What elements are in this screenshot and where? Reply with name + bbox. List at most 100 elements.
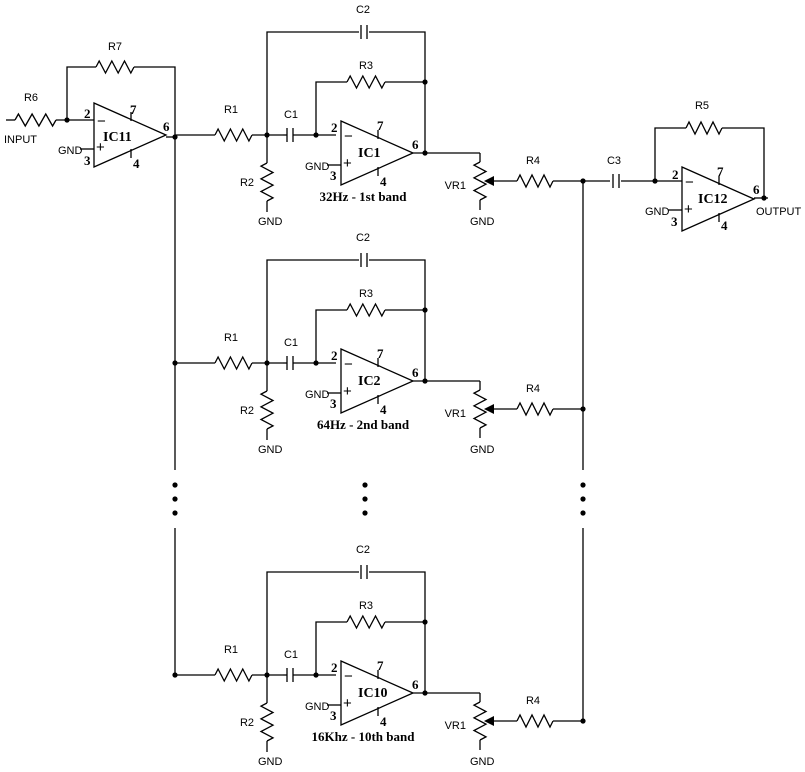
capacitor-c2 xyxy=(360,565,368,579)
junction-dot xyxy=(362,482,368,488)
label-vr1: VR1 xyxy=(445,180,466,192)
label-r6: R6 xyxy=(24,92,38,104)
potentiometer-vr1 xyxy=(472,161,488,201)
resistor-r4 xyxy=(516,713,554,729)
minus-sign: − xyxy=(344,668,353,685)
label-r1: R1 xyxy=(224,332,238,344)
op-amp-ic10 xyxy=(340,659,415,727)
pin-number: 7 xyxy=(717,164,724,179)
wire-r5-left xyxy=(654,127,686,181)
pin-number: 4 xyxy=(380,714,387,729)
label-c2: C2 xyxy=(356,232,370,244)
label-gnd: GND xyxy=(258,444,283,456)
label-r2: R2 xyxy=(240,177,254,189)
minus-sign: − xyxy=(685,174,694,191)
op-amp-ic1 xyxy=(340,119,415,187)
resistor-r3 xyxy=(346,302,386,318)
label-ic1: IC1 xyxy=(358,146,381,161)
junction-dot xyxy=(172,510,178,516)
resistor-r3 xyxy=(346,614,386,630)
resistor-r1 xyxy=(214,127,253,143)
resistor-r2 xyxy=(259,390,275,430)
junction-dot xyxy=(422,619,428,625)
label-gnd: GND xyxy=(305,161,330,173)
label-ic2: IC2 xyxy=(358,374,381,389)
pin-number: 3 xyxy=(671,214,678,229)
pin-number: 2 xyxy=(331,120,338,135)
pin-number: 3 xyxy=(84,153,91,168)
pin-number: 6 xyxy=(412,137,419,152)
label-gnd: GND xyxy=(470,756,495,768)
junction-dot xyxy=(172,360,178,366)
label-r4: R4 xyxy=(526,695,540,707)
wire-c2-left xyxy=(266,571,359,675)
potentiometer-vr1 xyxy=(472,701,488,741)
pin-number: 6 xyxy=(753,182,760,197)
wiper-arrow-icon xyxy=(484,176,494,186)
pin-number: 6 xyxy=(163,119,170,134)
junction-dot xyxy=(580,496,586,502)
wire-r3-left xyxy=(315,81,347,135)
label-gnd: GND xyxy=(645,206,670,218)
wire-c2-left xyxy=(266,259,359,363)
plus-sign: + xyxy=(343,695,352,712)
wiper-arrow-icon xyxy=(484,716,494,726)
junction-dot xyxy=(422,307,428,313)
op-amp-ic12 xyxy=(681,165,756,233)
junction-dot xyxy=(580,510,586,516)
label-r1: R1 xyxy=(224,104,238,116)
plus-sign: + xyxy=(96,139,105,156)
wire-r3-left xyxy=(315,621,347,675)
band-label: 64Hz - 2nd band xyxy=(317,417,410,432)
label-r3: R3 xyxy=(359,288,373,300)
label-gnd: GND xyxy=(58,145,83,157)
junction-dot xyxy=(422,690,428,696)
pin-number: 7 xyxy=(377,118,384,133)
label-output: OUTPUT xyxy=(756,206,802,218)
resistor-r2 xyxy=(259,702,275,742)
label-c1: C1 xyxy=(284,109,298,121)
junction-dot xyxy=(422,79,428,85)
pin-number: 2 xyxy=(84,106,91,121)
labels: R6INPUTR723GND−+IC11746R1R2GNDC1C2R323GN… xyxy=(4,4,802,768)
wire-c2-left xyxy=(266,31,359,135)
junction-dot xyxy=(172,482,178,488)
capacitor-c1 xyxy=(286,668,294,682)
plus-sign: + xyxy=(343,383,352,400)
wire-r7-left xyxy=(66,66,96,120)
pin-number: 4 xyxy=(133,156,140,171)
label-r7: R7 xyxy=(108,41,122,53)
junction-dot xyxy=(362,510,368,516)
pin-number: 7 xyxy=(377,658,384,673)
label-c1: C1 xyxy=(284,337,298,349)
label-r2: R2 xyxy=(240,717,254,729)
label-r4: R4 xyxy=(526,383,540,395)
wire-r7-right xyxy=(134,66,176,137)
wire-c2-right xyxy=(369,571,426,692)
label-c1: C1 xyxy=(284,649,298,661)
resistor-r5 xyxy=(685,120,723,136)
capacitor-c3 xyxy=(612,174,620,188)
label-gnd: GND xyxy=(470,216,495,228)
label-gnd: GND xyxy=(305,389,330,401)
label-r4: R4 xyxy=(526,155,540,167)
wire-c2-right xyxy=(369,259,426,380)
junction-dot xyxy=(761,195,767,201)
pin-number: 4 xyxy=(721,218,728,233)
junction-dot xyxy=(172,496,178,502)
label-gnd: GND xyxy=(258,756,283,768)
label-input: INPUT xyxy=(4,134,37,146)
pin-number: 6 xyxy=(412,365,419,380)
capacitor-c2 xyxy=(360,25,368,39)
pin-number: 7 xyxy=(130,102,137,117)
minus-sign: − xyxy=(344,128,353,145)
label-c2: C2 xyxy=(356,4,370,16)
label-r3: R3 xyxy=(359,600,373,612)
pin-number: 4 xyxy=(380,174,387,189)
plus-sign: + xyxy=(343,155,352,172)
label-c2: C2 xyxy=(356,544,370,556)
capacitor-c1 xyxy=(286,128,294,142)
label-r3: R3 xyxy=(359,60,373,72)
wire-r3-left xyxy=(315,309,347,363)
resistor-r1 xyxy=(214,355,253,371)
